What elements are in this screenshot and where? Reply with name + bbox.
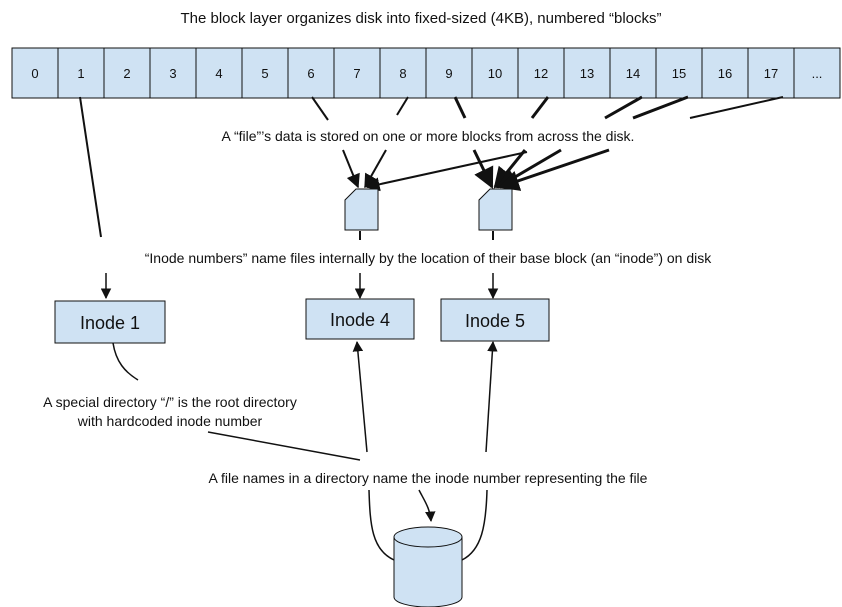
block-cell: 8 xyxy=(379,47,427,99)
inode-1-label: Inode 1 xyxy=(80,313,140,333)
block-number: 1 xyxy=(77,66,84,81)
root-dir-caption-line1: A special directory “/” is the root dire… xyxy=(43,394,297,410)
diagram-title: The block layer organizes disk into fixe… xyxy=(180,10,661,27)
inode-arrows xyxy=(100,273,499,300)
block-cell: 16 xyxy=(701,47,749,99)
inode-5-box: Inode 5 xyxy=(440,298,550,342)
block-number: ... xyxy=(812,66,823,81)
file-icon xyxy=(478,188,513,231)
directory-links xyxy=(112,340,498,561)
file-data-caption: A “file”’s data is stored on one or more… xyxy=(222,128,635,144)
block-number: 4 xyxy=(215,66,222,81)
block-number: 15 xyxy=(672,66,686,81)
block-number: 10 xyxy=(488,66,502,81)
block-cell: 13 xyxy=(563,47,611,99)
block-cell: 9 xyxy=(425,47,473,99)
block-number: 13 xyxy=(580,66,594,81)
block-number: 7 xyxy=(353,66,360,81)
root-dir-caption-line2: with hardcoded inode number xyxy=(77,413,263,429)
inode-1-box: Inode 1 xyxy=(54,300,166,344)
block-cell: 3 xyxy=(149,47,197,99)
block-cell: ... xyxy=(793,47,841,99)
block-number: 5 xyxy=(261,66,268,81)
block-number: 8 xyxy=(399,66,406,81)
block-number: 12 xyxy=(534,66,548,81)
block-cell: 6 xyxy=(287,47,335,99)
block-cell: 4 xyxy=(195,47,243,99)
block-number: 0 xyxy=(31,66,38,81)
block-cell: 0 xyxy=(11,47,59,99)
block-cell: 17 xyxy=(747,47,795,99)
block-cell: 10 xyxy=(471,47,519,99)
block-cell: 2 xyxy=(103,47,151,99)
block-number: 3 xyxy=(169,66,176,81)
block-number: 9 xyxy=(445,66,452,81)
block-cell: 5 xyxy=(241,47,289,99)
database-icon xyxy=(393,526,463,607)
inode-numbers-caption: “Inode numbers” name files internally by… xyxy=(145,250,713,266)
block-number: 2 xyxy=(123,66,130,81)
block-cell: 7 xyxy=(333,47,381,99)
block-number: 6 xyxy=(307,66,314,81)
file-icon xyxy=(344,188,379,231)
block-cell: 1 xyxy=(57,47,105,99)
block-number: 14 xyxy=(626,66,640,81)
block-cell: 14 xyxy=(609,47,657,99)
inode-4-box: Inode 4 xyxy=(305,298,415,340)
inode-4-label: Inode 4 xyxy=(330,310,390,330)
block-cell: 12 xyxy=(517,47,565,99)
block-number: 17 xyxy=(764,66,778,81)
block-number: 16 xyxy=(718,66,732,81)
block-links xyxy=(79,95,784,240)
block-cell: 15 xyxy=(655,47,703,99)
inode-5-label: Inode 5 xyxy=(465,311,525,331)
dir-names-caption: A file names in a directory name the ino… xyxy=(209,470,648,486)
